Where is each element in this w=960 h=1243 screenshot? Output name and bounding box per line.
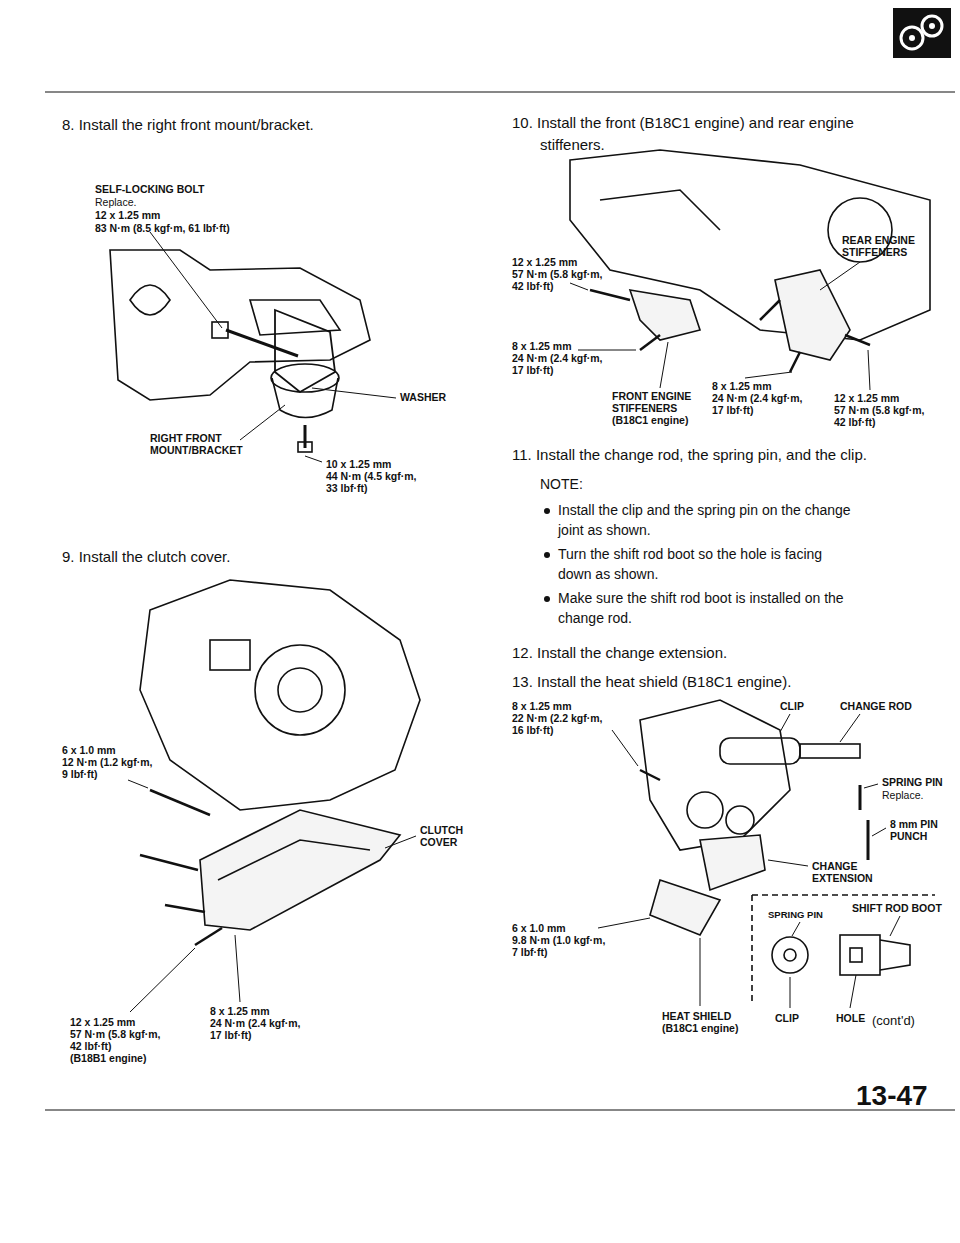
- change-rod-illustration: [598, 700, 886, 1006]
- torque-spec: 42 lbf·ft): [512, 280, 553, 292]
- page-number: 13-47: [856, 1080, 928, 1112]
- callout-label: RIGHT FRONT: [150, 432, 222, 444]
- torque-spec: 9 lbf·ft): [62, 768, 98, 780]
- engine-note: (B18C1 engine): [612, 414, 688, 426]
- callout-label: SHIFT ROD BOOT: [852, 902, 942, 914]
- callout-label: STIFFENERS: [612, 402, 677, 414]
- torque-spec: 9.8 N·m (1.0 kgf·m,: [512, 934, 605, 946]
- bolt-size: 6 x 1.0 mm: [62, 744, 116, 756]
- callout-label: CLIP: [780, 700, 804, 712]
- note-text: joint as shown.: [558, 522, 651, 538]
- callout-label: HOLE: [836, 1012, 865, 1024]
- callout-label: STIFFENERS: [842, 246, 907, 258]
- torque-spec: 16 lbf·ft): [512, 724, 553, 736]
- note-heading: NOTE:: [540, 476, 583, 492]
- step-text: 13. Install the heat shield (B18C1 engin…: [512, 673, 791, 690]
- step-text: 11. Install the change rod, the spring p…: [512, 446, 867, 463]
- torque-spec: 44 N·m (4.5 kgf·m,: [326, 470, 416, 482]
- callout-label: COVER: [420, 836, 457, 848]
- callout-label: Replace.: [95, 196, 136, 208]
- torque-spec: 83 N·m (8.5 kgf·m, 61 lbf·ft): [95, 222, 230, 234]
- step-text: 9. Install the clutch cover.: [62, 548, 230, 565]
- torque-spec: 24 N·m (2.4 kgf·m,: [712, 392, 802, 404]
- note-text: Make sure the shift rod boot is installe…: [558, 590, 844, 606]
- footer-rule: [45, 1109, 955, 1110]
- torque-spec: 57 N·m (5.8 kgf·m,: [834, 404, 924, 416]
- callout-label: CHANGE: [812, 860, 858, 872]
- step-text: 10. Install the front (B18C1 engine) and…: [512, 114, 854, 131]
- bolt-size: 6 x 1.0 mm: [512, 922, 566, 934]
- torque-spec: 17 lbf·ft): [512, 364, 553, 376]
- note-text: Install the clip and the spring pin on t…: [558, 502, 851, 518]
- callout-label: WASHER: [400, 391, 446, 403]
- callout-label: CHANGE ROD: [840, 700, 912, 712]
- callout-label: EXTENSION: [812, 872, 873, 884]
- bolt-size: 12 x 1.25 mm: [95, 209, 160, 221]
- note-text: down as shown.: [558, 566, 658, 582]
- torque-spec: 7 lbf·ft): [512, 946, 548, 958]
- bolt-size: 12 x 1.25 mm: [834, 392, 899, 404]
- torque-spec: 17 lbf·ft): [210, 1029, 251, 1041]
- torque-spec: 24 N·m (2.4 kgf·m,: [512, 352, 602, 364]
- torque-spec: 42 lbf·ft): [834, 416, 875, 428]
- note-bullets: [544, 508, 550, 602]
- callout-label: CLUTCH: [420, 824, 463, 836]
- callout-label: MOUNT/BRACKET: [150, 444, 243, 456]
- torque-spec: 22 N·m (2.2 kgf·m,: [512, 712, 602, 724]
- continued-note: (cont'd): [872, 1014, 915, 1029]
- callout-label: Replace.: [882, 789, 923, 801]
- bolt-size: 10 x 1.25 mm: [326, 458, 391, 470]
- torque-spec: 33 lbf·ft): [326, 482, 367, 494]
- stiffeners-illustration: [570, 150, 930, 390]
- bolt-size: 8 x 1.25 mm: [512, 700, 572, 712]
- step-text: stiffeners.: [540, 136, 605, 153]
- callout-label: HEAT SHIELD: [662, 1010, 731, 1022]
- torque-spec: 24 N·m (2.4 kgf·m,: [210, 1017, 300, 1029]
- callout-label: 8 mm PIN: [890, 818, 938, 830]
- section-icon: [893, 8, 951, 58]
- bolt-size: 8 x 1.25 mm: [210, 1005, 270, 1017]
- bolt-size: 12 x 1.25 mm: [512, 256, 577, 268]
- step-text: 12. Install the change extension.: [512, 644, 727, 661]
- note-text: change rod.: [558, 610, 632, 626]
- header-rule: [45, 91, 955, 92]
- note-text: Turn the shift rod boot so the hole is f…: [558, 546, 822, 562]
- bolt-size: 12 x 1.25 mm: [70, 1016, 135, 1028]
- bolt-size: 8 x 1.25 mm: [512, 340, 572, 352]
- clutch-cover-illustration: [128, 580, 420, 1012]
- callout-label: FRONT ENGINE: [612, 390, 691, 402]
- callout-label: PUNCH: [890, 830, 927, 842]
- torque-spec: 17 lbf·ft): [712, 404, 753, 416]
- torque-spec: 57 N·m (5.8 kgf·m,: [512, 268, 602, 280]
- callout-label: REAR ENGINE: [842, 234, 915, 246]
- mount-illustration: [110, 232, 396, 462]
- callout-label: SPRING PIN: [882, 776, 943, 788]
- torque-spec: 12 N·m (1.2 kgf·m,: [62, 756, 152, 768]
- engine-note: (B18B1 engine): [70, 1052, 146, 1064]
- callout-label: SPRING PIN: [768, 910, 823, 921]
- torque-spec: 57 N·m (5.8 kgf·m,: [70, 1028, 160, 1040]
- step-text: 8. Install the right front mount/bracket…: [62, 116, 314, 133]
- torque-spec: 42 lbf·ft): [70, 1040, 111, 1052]
- bolt-size: 8 x 1.25 mm: [712, 380, 772, 392]
- engine-note: (B18C1 engine): [662, 1022, 738, 1034]
- callout-label: CLIP: [775, 1012, 799, 1024]
- callout-label: SELF-LOCKING BOLT: [95, 183, 204, 195]
